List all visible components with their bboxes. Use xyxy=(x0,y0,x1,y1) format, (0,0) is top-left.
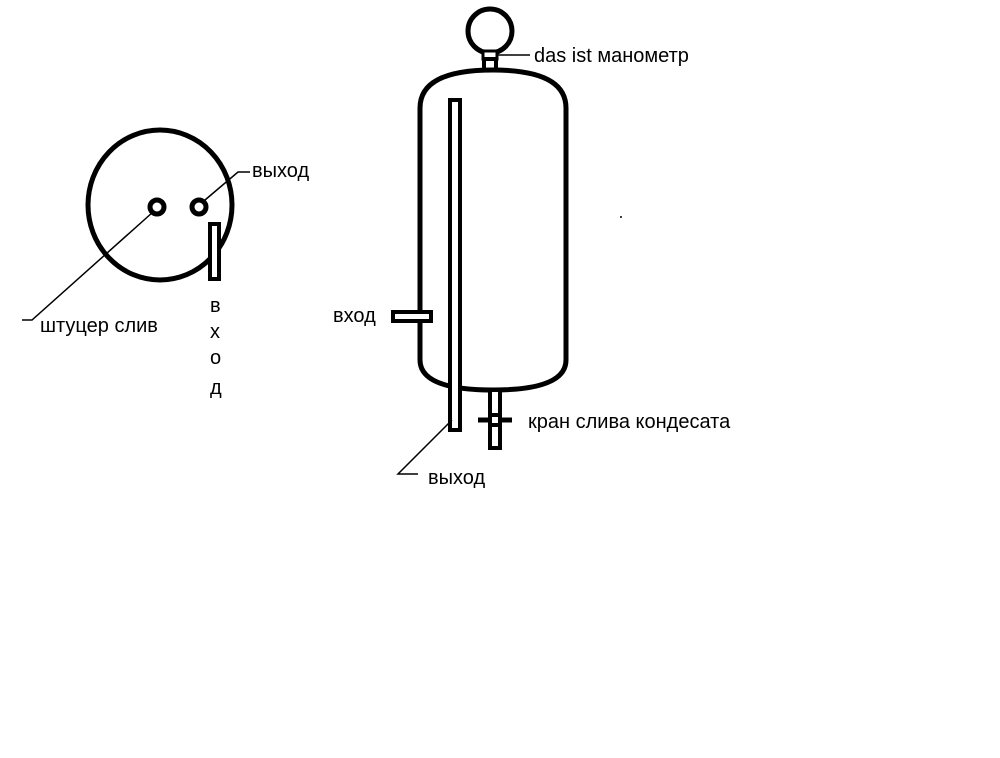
inlet-letter-1: в xyxy=(210,295,221,317)
stray-dot xyxy=(620,216,622,218)
drain-fitting-label: штуцер слив xyxy=(40,315,158,337)
outlet-leader-line-side xyxy=(396,419,453,475)
inlet-pipe-side xyxy=(391,310,433,323)
drain-valve-core xyxy=(492,417,498,423)
side-view: das ist манометр вход кран слива кондеса… xyxy=(333,6,731,489)
outlet-leader-line xyxy=(204,171,250,201)
inlet-letter-2: х xyxy=(210,321,220,343)
inlet-letter-3: о xyxy=(210,347,221,369)
outlet-hole xyxy=(189,197,209,217)
drain-fitting-hole xyxy=(147,197,167,217)
inlet-letter-4: д xyxy=(210,377,222,399)
outlet-label-top: выход xyxy=(252,160,309,182)
drain-valve-label: кран слива кондесата xyxy=(528,411,731,433)
tank-body-outline xyxy=(417,67,569,393)
outlet-internal-pipe xyxy=(448,98,462,432)
inlet-pipe-top-view xyxy=(208,222,221,281)
pressure-gauge-dial xyxy=(465,6,515,56)
tank-top-outline xyxy=(85,127,235,283)
pressure-gauge-label: das ist манометр xyxy=(534,45,689,67)
inlet-label-side: вход xyxy=(333,305,376,327)
drain-fitting-leader-line xyxy=(22,211,154,321)
top-view: выход штуцер слив в х о д xyxy=(22,127,309,399)
outlet-label-side: выход xyxy=(428,467,485,489)
